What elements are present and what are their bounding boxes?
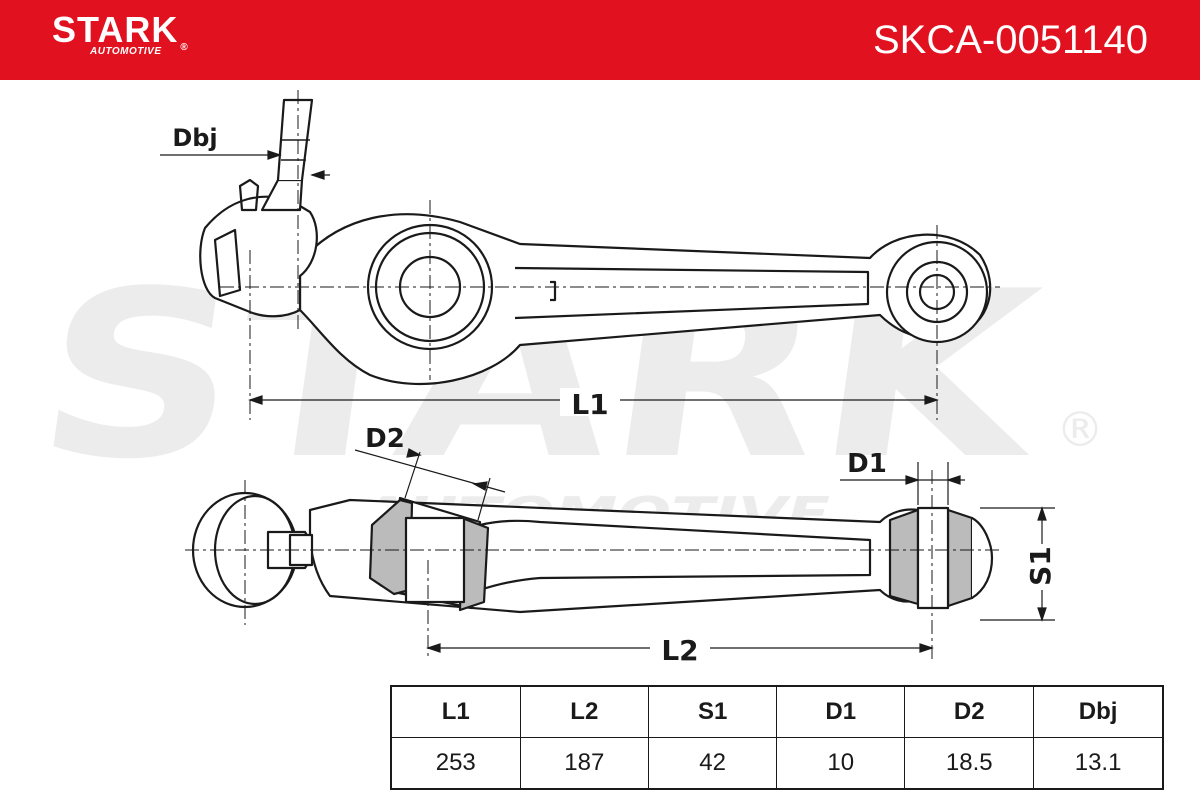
table-header-cell: D1 <box>776 685 906 738</box>
logo-text: STARK <box>52 9 179 50</box>
table-header-cell: D2 <box>904 685 1035 738</box>
dimensions-table: L1 L2 S1 D1 D2 Dbj 253 187 42 10 18.5 13… <box>390 685 1164 790</box>
side-view-centerlines <box>185 470 1000 660</box>
table-header-cell: L2 <box>519 685 650 738</box>
table-row: 253 187 42 10 18.5 13.1 <box>390 737 1164 790</box>
table-cell: 13.1 <box>1033 737 1164 790</box>
dimension-d2 <box>354 448 506 521</box>
table-cell: 253 <box>390 737 521 790</box>
label-dbj: Dbj <box>172 124 217 152</box>
label-l2: L2 <box>661 634 698 667</box>
table-header-row: L1 L2 S1 D1 D2 Dbj <box>390 685 1164 738</box>
brand-header: STARK® AUTOMOTIVE SKCA-0051140 <box>0 0 1200 80</box>
table-cell: 10 <box>776 737 906 790</box>
technical-drawing: STARK AUTOMOTIVE ® <box>23 90 1104 667</box>
dimension-dbj <box>160 150 330 180</box>
table-header-cell: L1 <box>390 685 521 738</box>
dimension-d1 <box>840 462 965 505</box>
table-cell: 187 <box>519 737 650 790</box>
stark-logo: STARK® AUTOMOTIVE <box>52 9 189 58</box>
label-d2: D2 <box>365 424 405 454</box>
table-header-cell: Dbj <box>1033 685 1164 738</box>
table-cell: 42 <box>648 737 778 790</box>
top-view-centerlines <box>220 90 1000 420</box>
logo-subtitle: AUTOMOTIVE <box>90 46 162 57</box>
label-l1: L1 <box>571 388 608 421</box>
watermark-registered-mark: ® <box>1056 402 1104 458</box>
part-number: SKCA-0051140 <box>873 18 1148 62</box>
label-d1: D1 <box>847 449 887 479</box>
logo-registered-mark: ® <box>180 42 189 53</box>
control-arm-side-view <box>191 491 994 614</box>
label-s1: S1 <box>1024 546 1057 586</box>
table-header-cell: S1 <box>648 685 778 738</box>
table-cell: 18.5 <box>904 737 1035 790</box>
